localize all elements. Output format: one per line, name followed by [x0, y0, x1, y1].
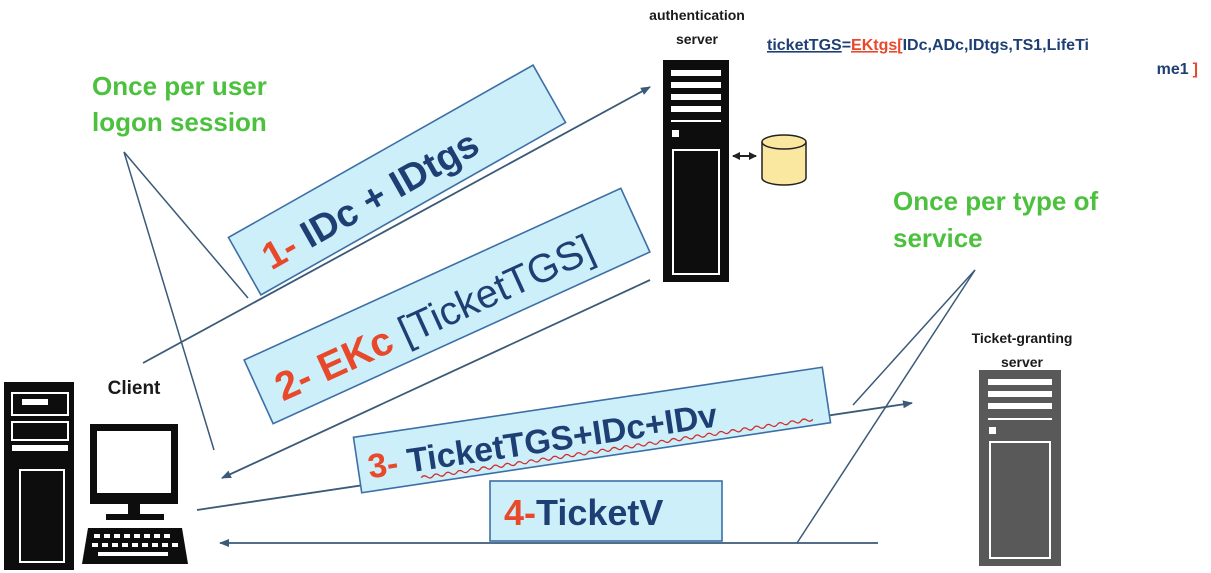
message-4-label: TicketV — [536, 492, 663, 533]
formula-body2: me1 — [1157, 61, 1189, 78]
formula-eq: = — [842, 37, 851, 54]
arrow-1-client-to-as — [142, 86, 651, 364]
pointer-line — [123, 151, 249, 299]
client-label: Client — [108, 378, 161, 399]
note-service-line2: service — [893, 223, 983, 253]
note-user-line2: logon session — [92, 107, 267, 137]
client-tower-icon — [4, 382, 74, 570]
message-box-3: 3- TicketTGS+IDc+IDv — [352, 366, 832, 494]
arrow-2-as-to-client — [221, 279, 651, 479]
client-computer: Client — [4, 378, 188, 570]
as-label-line2: server — [676, 31, 719, 47]
server-tower-icon — [979, 370, 1061, 566]
formula-line2: me1] — [1157, 61, 1198, 78]
server-tower-icon — [663, 60, 729, 282]
tgs-label-line1: Ticket-granting — [972, 330, 1073, 346]
pointer-line — [123, 151, 215, 451]
tgs-label-line2: server — [1001, 354, 1044, 370]
pointer-line — [852, 269, 976, 406]
message-3-number: 3- — [365, 444, 401, 486]
formula-open: [ — [897, 37, 903, 54]
authentication-server: authentication server — [649, 7, 807, 282]
note-service-line1: Once per type of — [893, 186, 1098, 216]
formula-body1: IDc,ADc,IDtgs,TS1,LifeTi — [903, 37, 1089, 54]
note-once-per-service: Once per type of service — [893, 186, 1098, 253]
formula-close: ] — [1193, 61, 1198, 78]
message-1-text: 1- IDc + IDtgs — [255, 123, 486, 279]
message-4-text: 4-TicketV — [504, 492, 663, 533]
keyboard-icon — [82, 528, 188, 564]
message-box-4: 4-TicketV — [489, 480, 723, 542]
formula-line1: ticketTGS=EKtgs[IDc,ADc,IDtgs,TS1,LifeTi — [767, 37, 1089, 54]
as-label-line1: authentication — [649, 7, 745, 23]
note-user-line1: Once per user — [92, 71, 267, 101]
ticket-granting-server: Ticket-granting server — [972, 330, 1073, 566]
spellcheck-underline — [420, 418, 814, 479]
formula-key: EKtgs — [851, 37, 897, 54]
monitor-icon — [90, 424, 178, 520]
formula-name: ticketTGS — [767, 37, 842, 54]
message-4-number: 4- — [504, 492, 536, 533]
note-once-per-user: Once per user logon session — [92, 71, 267, 137]
database-icon — [732, 134, 807, 186]
ticket-tgs-formula: ticketTGS=EKtgs[IDc,ADc,IDtgs,TS1,LifeTi… — [767, 37, 1198, 78]
